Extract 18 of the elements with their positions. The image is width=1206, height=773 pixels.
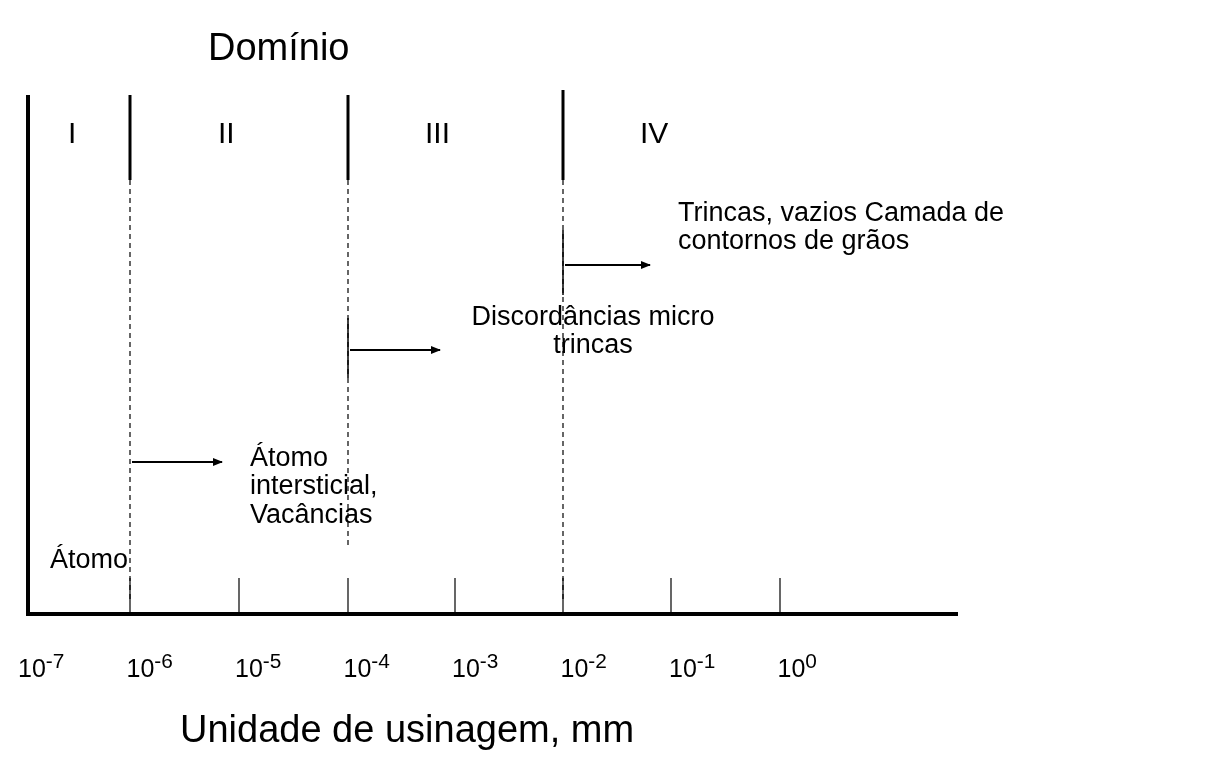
range-label: Trincas, vazios Camada de contornos de grãos xyxy=(678,198,1008,255)
domain-numeral: II xyxy=(218,117,235,149)
domain-title: Domínio xyxy=(208,28,350,68)
tick-label: 10$^{-7}$ xyxy=(18,650,65,682)
domain-numeral: IV xyxy=(640,117,669,149)
tick-label: 10$^{-5}$ xyxy=(235,650,282,682)
axis-title: Unidade de usinagem, mm xyxy=(180,710,635,750)
tick-label: 10$^{-1}$ xyxy=(669,650,716,682)
tick-label: 10$^{0}$ xyxy=(777,650,817,682)
range-label: Átomo intersticial, Vacâncias xyxy=(250,443,450,529)
tick-label: 10$^{-3}$ xyxy=(452,650,499,682)
scale-label: Átomo xyxy=(50,545,129,574)
tick-label: 10$^{-6}$ xyxy=(126,650,173,682)
tick-label: 10$^{-2}$ xyxy=(560,650,607,682)
domain-numeral: III xyxy=(425,117,450,149)
domain-numeral: I xyxy=(68,117,77,149)
tick-label: 10$^{-4}$ xyxy=(343,650,390,682)
range-label: Discordâncias micro trincas xyxy=(468,302,718,359)
